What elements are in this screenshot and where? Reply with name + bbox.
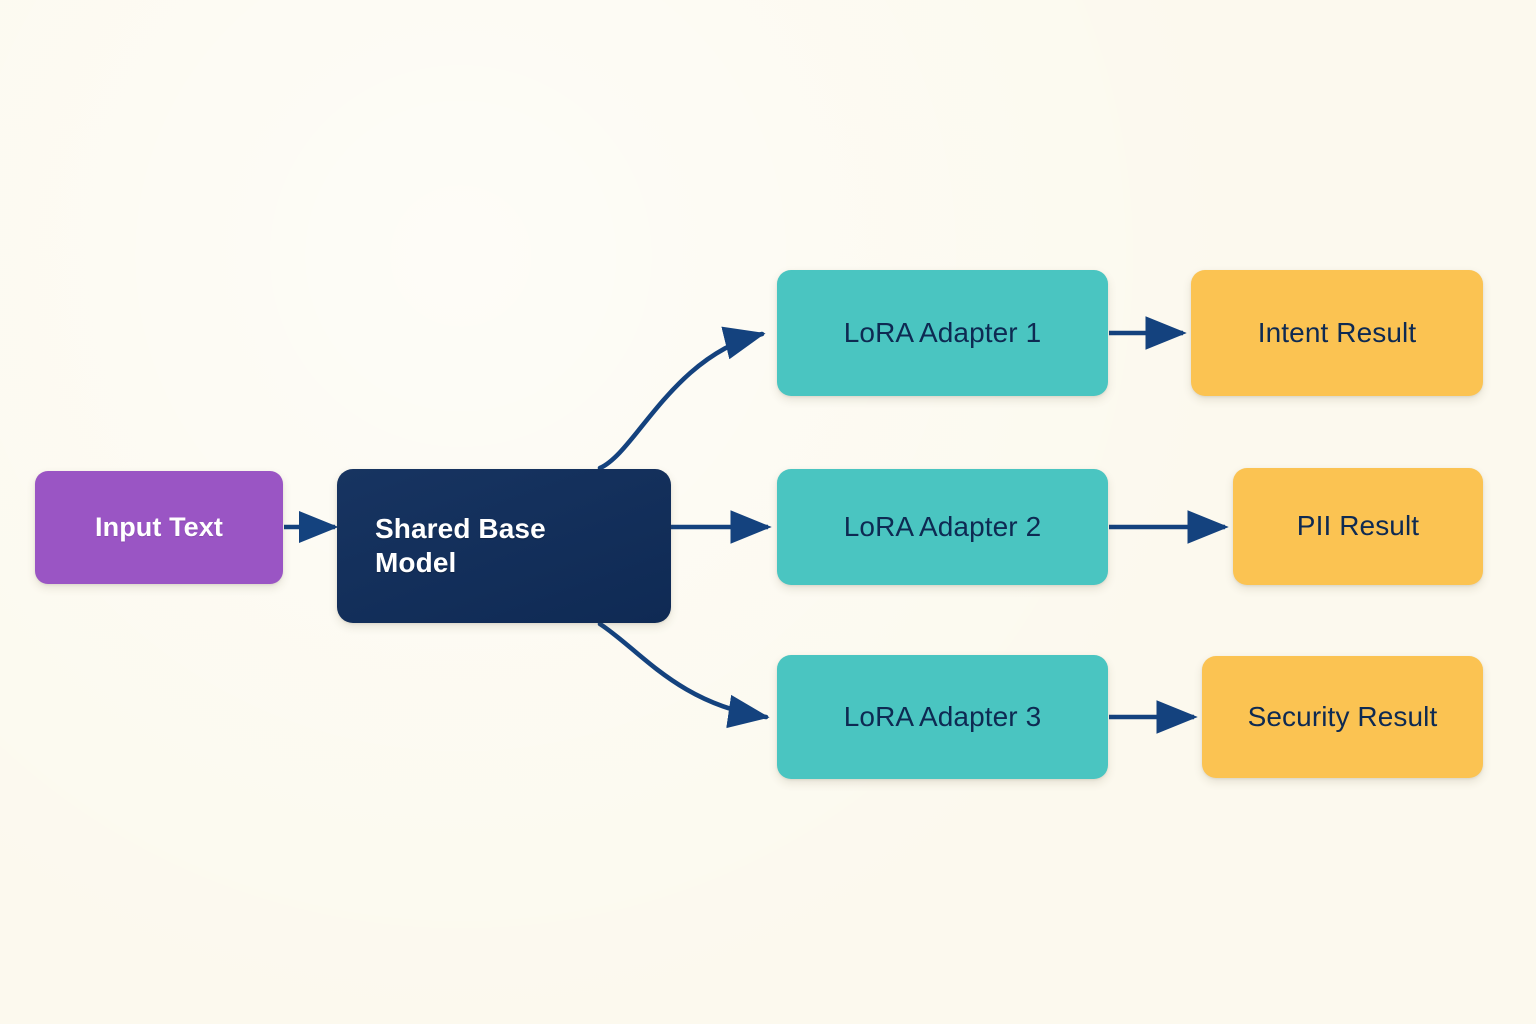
node-shared-base-model[interactable]: Shared Base Model (337, 469, 671, 623)
edge-base-to-adapter-3 (597, 621, 770, 729)
node-pii-result[interactable]: PII Result (1233, 468, 1483, 585)
node-lora-adapter-1-label: LoRA Adapter 1 (843, 316, 1042, 348)
node-intent-result-label: Intent Result (1257, 316, 1417, 348)
edge-base-to-adapter-1 (597, 326, 766, 471)
node-lora-adapter-2-label: LoRA Adapter 2 (843, 510, 1042, 542)
node-lora-adapter-3[interactable]: LoRA Adapter 3 (777, 655, 1108, 779)
node-input-text-label: Input Text (95, 512, 223, 543)
node-pii-result-label: PII Result (1296, 510, 1420, 542)
node-intent-result[interactable]: Intent Result (1191, 270, 1483, 396)
node-shared-base-model-label: Shared Base Model (375, 512, 546, 578)
node-lora-adapter-1[interactable]: LoRA Adapter 1 (777, 270, 1108, 396)
node-input-text[interactable]: Input Text (35, 471, 283, 584)
node-security-result[interactable]: Security Result (1202, 656, 1483, 778)
node-lora-adapter-3-label: LoRA Adapter 3 (843, 700, 1042, 732)
node-lora-adapter-2[interactable]: LoRA Adapter 2 (777, 469, 1108, 585)
node-security-result-label: Security Result (1247, 700, 1438, 732)
